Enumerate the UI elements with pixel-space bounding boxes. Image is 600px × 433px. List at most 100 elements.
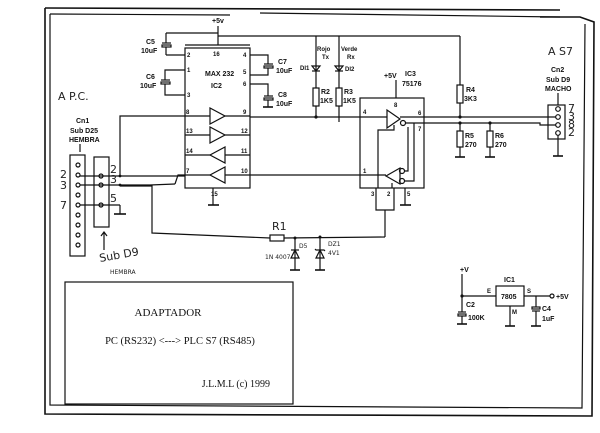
r3-value: 1K5 — [343, 98, 356, 105]
pin-label: 1 — [187, 68, 191, 74]
page-frame — [44, 7, 595, 417]
ic1-name: 7805 — [501, 294, 517, 301]
cn1-pins — [75, 162, 81, 248]
resistor-r1 — [269, 234, 285, 242]
di2-ref: DI2 — [345, 67, 355, 73]
di2-color: Verde — [341, 47, 358, 53]
ic3-ref: IC3 — [405, 71, 416, 78]
resistor-r3: R3 1K5 — [335, 87, 356, 122]
pin-label: 1 — [363, 169, 367, 175]
capacitor-c6: C6 10uF — [140, 69, 185, 96]
dz1-value: 4V1 — [328, 250, 340, 257]
cn1-pin: 2 — [60, 168, 67, 181]
pin-label: 10 — [241, 169, 248, 175]
ic3-75176: +5V IC3 75176 8 4 6 7 1 3 2 5 — [359, 71, 460, 237]
d5-ref: D5 — [299, 243, 308, 250]
capacitor-c7: C7 10uF — [250, 54, 293, 76]
r5-value: 270 — [465, 142, 477, 149]
driver-triangle — [209, 126, 227, 144]
db9-pin: 3 — [110, 173, 117, 186]
c5-ref: C5 — [146, 39, 155, 46]
r6-ref: R6 — [495, 133, 504, 140]
pc-side-label: A P.C. — [58, 90, 89, 103]
cn1-ref: Cn1 — [76, 118, 89, 125]
ic3-name: 75176 — [402, 81, 422, 88]
resistor-r2: R2 1K5 — [312, 87, 333, 119]
connector-cn2: Cn2 Sub D9 MACHO 7 3 8 2 — [533, 67, 575, 157]
resistor-r6: R6 270 — [485, 123, 507, 158]
rs485-receiver — [384, 166, 401, 186]
di1-ref: DI1 — [300, 66, 310, 72]
di2-signal: Rx — [347, 55, 355, 61]
cn2-gender: MACHO — [545, 86, 572, 93]
di1-signal: Tx — [322, 55, 330, 61]
led-di2: Verde Rx DI2 — [333, 36, 358, 88]
di1-color: Rojo — [317, 47, 331, 53]
c7-ref: C7 — [278, 59, 287, 66]
cn1-type: Sub D25 — [70, 128, 98, 135]
pin-label: 14 — [186, 149, 193, 155]
connector-cn1: Cn1 Sub D25 HEMBRA 2 3 7 — [60, 118, 100, 257]
ic2-ref: IC2 — [211, 83, 222, 90]
pin-label: 6 — [418, 111, 422, 117]
connector-db9-pc: 2 3 5 Sub D9 HEMBRA — [80, 156, 185, 276]
pin-label: 8 — [186, 110, 190, 116]
r2-ref: R2 — [321, 89, 330, 96]
r1-ref: R1 — [272, 220, 287, 233]
pin-label: 8 — [394, 103, 398, 109]
c8-value: 10uF — [276, 101, 293, 108]
r5-ref: R5 — [465, 133, 474, 140]
driver-triangle — [209, 107, 227, 125]
capacitor-c8: C8 10uF — [250, 83, 293, 108]
pin-label: 6 — [243, 82, 247, 88]
pin-label: 12 — [241, 129, 248, 135]
title-block: ADAPTADOR PC (RS232) <---> PLC S7 (RS485… — [64, 281, 294, 405]
receiver-triangle — [208, 166, 226, 184]
db9-gender: HEMBRA — [110, 269, 137, 276]
pin-label: 2 — [387, 192, 391, 198]
r4-ref: R4 — [466, 87, 475, 94]
c2-ref: C2 — [466, 302, 475, 309]
pin-label: 5 — [243, 70, 247, 76]
pin-label: 16 — [213, 52, 220, 58]
pin-label: 3 — [187, 93, 191, 99]
r3-ref: R3 — [344, 89, 353, 96]
pin-label: 4 — [363, 110, 367, 116]
receiver-triangle — [208, 146, 226, 164]
pin-label: 9 — [243, 110, 247, 116]
pin-label: S — [527, 289, 531, 295]
resistor-r4: R4 3K3 — [456, 84, 477, 119]
cn2-pin: 2 — [568, 126, 575, 139]
cn1-pin: 3 — [60, 179, 67, 192]
pin-label: M — [512, 310, 517, 316]
capacitor-c5: C5 10uF — [141, 33, 185, 56]
cn2-ref: Cn2 — [551, 67, 564, 74]
cn1-gender: HEMBRA — [69, 137, 100, 144]
author-text: J.L.M.L (c) 1999 — [202, 379, 270, 390]
vout-label: +5V — [556, 294, 569, 301]
c4-value: 1uF — [542, 316, 555, 323]
pin-label: 11 — [241, 149, 248, 155]
r2-value: 1K5 — [320, 98, 333, 105]
r6-value: 270 — [495, 142, 507, 149]
pin-label: E — [487, 289, 491, 295]
pin-label: 7 — [186, 169, 190, 175]
subtitle-text: PC (RS232) <---> PLC S7 (RS485) — [105, 336, 255, 347]
cn2-pin: 3 — [568, 110, 575, 123]
pin-label: 2 — [187, 53, 191, 59]
pin-label: 15 — [211, 192, 218, 198]
s7-side-label: A S7 — [548, 45, 573, 58]
cn2-pin: 8 — [568, 118, 575, 131]
ic2-max232: MAX 232 IC2 16 2 1 3 8 13 14 7 15 4 5 6 … — [184, 44, 251, 206]
c7-value: 10uF — [276, 68, 293, 75]
vin-label: +V — [460, 267, 469, 274]
cn2-type: Sub D9 — [546, 77, 570, 84]
c8-ref: C8 — [278, 92, 287, 99]
r4-value: 3K3 — [464, 96, 477, 103]
ic2-name: MAX 232 — [205, 71, 234, 78]
c2-value: 100K — [468, 315, 485, 322]
db9-pin: 5 — [110, 192, 117, 205]
db9-pin: 2 — [110, 163, 117, 176]
cn2-pin: 7 — [568, 102, 575, 115]
